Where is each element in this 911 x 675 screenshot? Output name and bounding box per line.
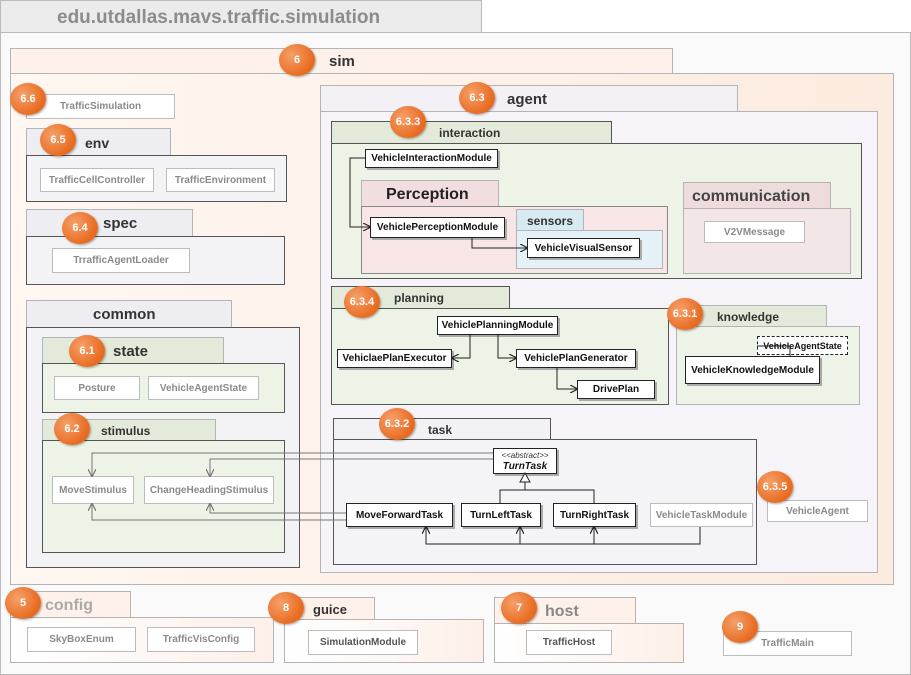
vehicle-agent-state-knowledge-class: VehicleAgentState — [757, 336, 848, 355]
perception-package-tab: Perception — [361, 180, 499, 207]
badge-agent: 6.3 — [459, 82, 495, 114]
vehicle-task-module-class: VehicleTaskModule — [650, 503, 753, 527]
vehicle-interaction-module-class: VehicleInteractionModule — [365, 149, 498, 168]
turn-task-stereotype: <<abstract>> — [501, 451, 549, 460]
badge-interaction: 6.3.3 — [390, 106, 426, 138]
vehicle-plan-executor-class: VehiclaePlanExecutor — [337, 349, 452, 368]
badge-env: 6.5 — [40, 124, 76, 156]
vehicle-perception-module-class: VehiclePerceptionModule — [370, 217, 505, 238]
vehicle-agent-class: VehicleAgent — [767, 500, 868, 522]
vehicle-knowledge-module-class: VehicleKnowledgeModule — [685, 356, 820, 384]
move-stimulus-class: MoveStimulus — [52, 476, 134, 504]
vehicle-visual-sensor-class: VehicleVisualSensor — [527, 238, 640, 258]
sky-box-enum-class: SkyBoxEnum — [27, 627, 136, 652]
sensors-package-tab: sensors — [516, 209, 584, 231]
posture-class: Posture — [54, 376, 140, 400]
badge-vehicle-agent: 6.3.5 — [757, 471, 793, 503]
simulation-module-class: SimulationModule — [308, 630, 418, 655]
turn-right-task-class: TurnRightTask — [553, 503, 636, 527]
badge-traffic-simulation: 6.6 — [10, 83, 46, 115]
badge-planning: 6.3.4 — [344, 286, 380, 318]
vehicle-plan-generator-class: VehiclePlanGenerator — [516, 349, 636, 368]
communication-package-tab: communication — [683, 182, 831, 209]
traffic-vis-config-class: TrafficVisConfig — [147, 627, 255, 652]
interaction-package-tab: interaction — [331, 121, 612, 144]
turn-task-class: <<abstract>> TurnTask — [493, 448, 557, 474]
v2v-message-class: V2VMessage — [704, 221, 805, 243]
badge-stimulus: 6.2 — [54, 413, 90, 445]
change-heading-stimulus-class: ChangeHeadingStimulus — [144, 476, 274, 504]
badge-host: 7 — [501, 592, 537, 624]
badge-guice: 8 — [268, 592, 304, 624]
knowledge-package-tab: knowledge — [676, 305, 827, 327]
sim-package-tab: sim — [10, 48, 673, 74]
task-package-tab: task — [333, 418, 551, 440]
traffic-environment-class: TrafficEnvironment — [166, 168, 275, 192]
badge-sim: 6 — [279, 44, 315, 76]
agent-package-tab: agent — [320, 85, 738, 112]
traffic-host-class: TrafficHost — [526, 630, 612, 655]
move-forward-task-class: MoveForwardTask — [346, 503, 453, 527]
root-package-tab: edu.utdallas.mavs.traffic.simulation — [0, 0, 482, 33]
traffic-simulation-class: TrafficSimulation — [26, 94, 175, 119]
badge-config: 5 — [5, 587, 41, 619]
turn-task-name: TurnTask — [502, 461, 548, 472]
guice-package-tab: guice — [284, 597, 375, 620]
turn-left-task-class: TurnLeftTask — [461, 503, 541, 527]
common-package-tab: common — [26, 300, 232, 328]
drive-plan-class: DrivePlan — [577, 380, 655, 399]
traffic-cell-controller-class: TrafficCellController — [40, 168, 154, 192]
vehicle-planning-module-class: VehiclePlanningModule — [437, 316, 558, 335]
spec-package-tab: spec — [26, 209, 193, 237]
badge-knowledge: 6.3.1 — [667, 298, 703, 330]
vehicle-agent-state-class: VehicleAgentState — [148, 376, 259, 400]
badge-task: 6.3.2 — [379, 408, 415, 440]
badge-spec: 6.4 — [62, 212, 98, 244]
badge-state: 6.1 — [69, 335, 105, 367]
badge-traffic-main: 9 — [722, 611, 758, 643]
traffic-agent-loader-class: TrrafficAgentLoader — [52, 248, 190, 273]
